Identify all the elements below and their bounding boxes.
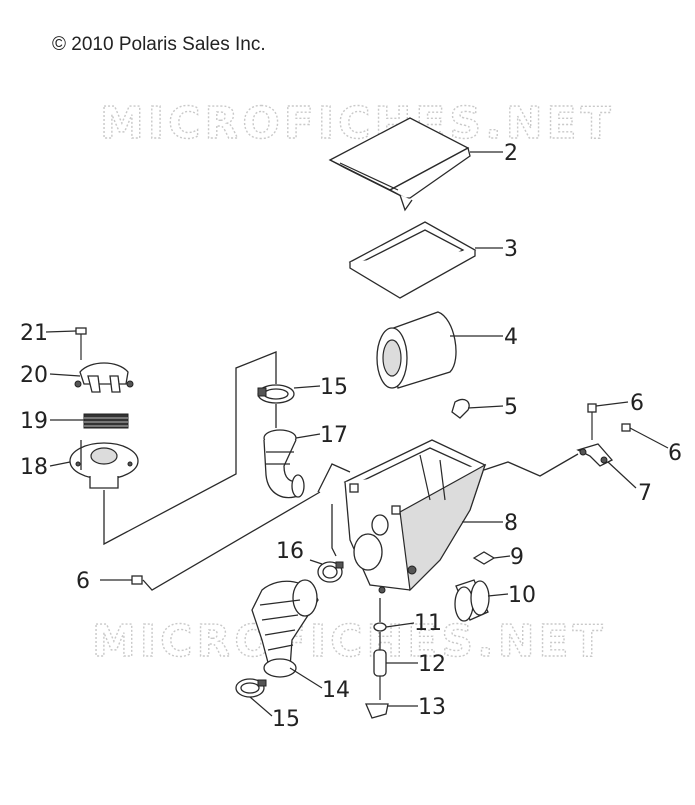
callout-10: 10 [508,583,536,608]
callout-11: 11 [414,611,442,636]
part-3-filter-element [348,221,477,299]
callout-14: 14 [322,678,350,703]
callout-21: 21 [20,321,48,346]
part-2-airbox-cover [328,117,471,212]
part-21-screw [75,327,87,360]
callout-2: 2 [504,141,518,166]
part-18-housing-cap [69,442,139,489]
part-15-clamp-lower [235,678,267,698]
copyright-text: © 2010 Polaris Sales Inc. [52,34,266,55]
callout-15-lower: 15 [272,707,300,732]
part-7-bracket [576,443,614,467]
callout-6-lower: 6 [76,569,90,594]
part-6-screw-lower [131,575,143,585]
callout-13: 13 [418,695,446,720]
part-12-drain-tube [373,649,387,700]
callout-15-upper: 15 [320,375,348,400]
callout-17: 17 [320,423,348,448]
callout-labels: 2 3 4 5 6 6 7 8 9 10 11 12 13 14 15 15 1… [20,141,682,732]
leader-lines [45,151,669,717]
part-13-drain-plug [365,703,389,719]
part-14-inlet-duct [251,579,319,678]
callout-16: 16 [276,539,304,564]
connector-lines [80,351,579,650]
watermark-bottom: MICROFICHES.NET [92,616,607,667]
callout-20: 20 [20,363,48,388]
part-9-pad [472,551,496,565]
part-16-clamp [317,561,344,583]
part-19-foam [83,413,129,429]
callout-5: 5 [504,395,518,420]
part-6-screw-right [621,423,631,432]
callout-6-upper: 6 [630,391,644,416]
callout-6-right: 6 [668,441,682,466]
callout-18: 18 [20,455,48,480]
watermark-top: MICROFICHES.NET [100,98,615,149]
part-10-sleeve [454,579,490,622]
callout-4: 4 [504,325,518,350]
part-8-airbox [343,439,487,594]
callout-3: 3 [504,237,518,262]
part-4-pre-filter [376,311,457,389]
callout-12: 12 [418,652,446,677]
part-20-cover [74,362,134,393]
part-11-washer [373,622,387,632]
callout-7: 7 [638,481,652,506]
callout-9: 9 [510,545,524,570]
callout-19: 19 [20,409,48,434]
part-15-clamp-upper [257,384,295,404]
part-6-screw-upper [587,403,597,440]
callout-8: 8 [504,511,518,536]
part-5-clip [451,398,470,419]
part-17-elbow-hose [263,429,305,499]
